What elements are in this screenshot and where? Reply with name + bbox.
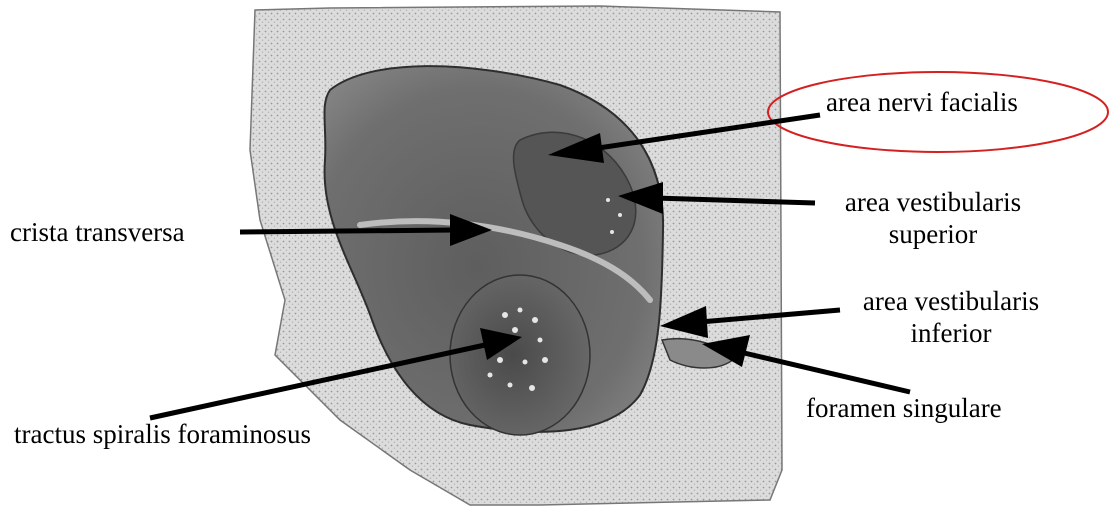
label-line-2: inferior	[836, 317, 1066, 349]
label-area-vestibularis-inferior: area vestibularis inferior	[836, 285, 1066, 349]
label-line-1: area vestibularis	[836, 285, 1066, 317]
cochlear-area	[450, 275, 590, 435]
label-line-1: area vestibularis	[818, 186, 1048, 218]
label-tractus-spiralis-foraminosus: tractus spiralis foraminosus	[14, 418, 311, 450]
label-crista-transversa: crista transversa	[10, 216, 185, 248]
label-area-nervi-facialis: area nervi facialis	[826, 86, 1018, 118]
label-area-vestibularis-superior: area vestibularis superior	[818, 186, 1048, 250]
label-foramen-singulare: foramen singulare	[806, 392, 1002, 424]
label-line-2: superior	[818, 218, 1048, 250]
